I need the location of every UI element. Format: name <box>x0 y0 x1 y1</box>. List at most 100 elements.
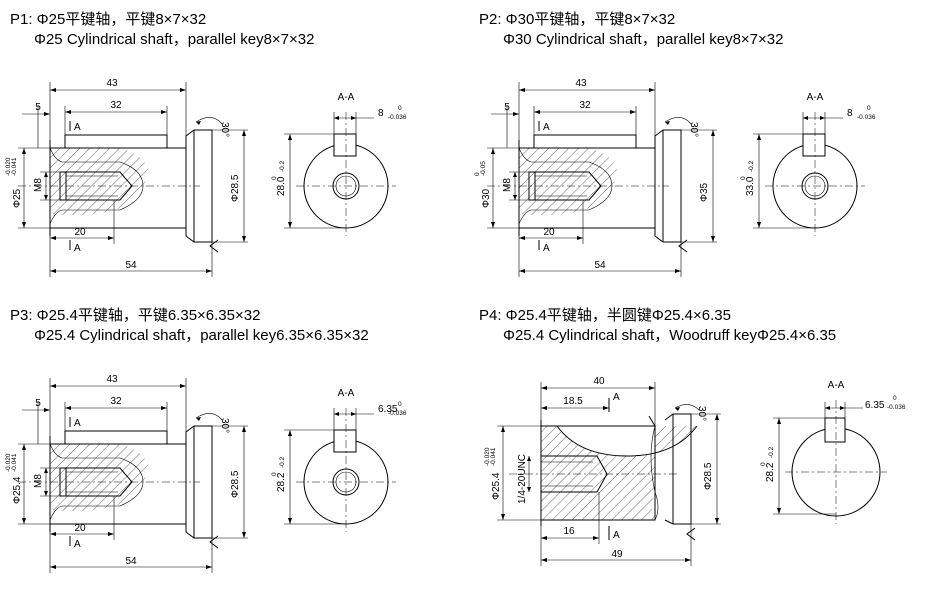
height-tol-upper: 0 <box>271 472 278 476</box>
section-mark-top: A <box>74 122 81 133</box>
panel-title: P1: Φ25平键轴，平键8×7×32 Φ25 Cylindrical shaf… <box>10 10 314 50</box>
thread-spec: 1/4-20UNC <box>517 454 528 504</box>
section-mark-top: A <box>543 122 550 133</box>
height-tol-lower: -0.2 <box>768 446 775 458</box>
dim-40: 40 <box>593 376 605 387</box>
shaft-tol-lower: -0.041 <box>11 453 18 472</box>
section-label: A-A <box>338 92 355 103</box>
key-width: 6.35 <box>865 400 885 411</box>
outer-diameter: Φ28.5 <box>230 174 241 202</box>
panel-p3: 43 32 5 A 20 A 54 M8 Φ25.4 -0.020 -0.041… <box>0 296 469 591</box>
height-tol-lower: -0.2 <box>279 160 286 172</box>
title-cn: P4: Φ25.4平键轴，半圆键Φ25.4×6.35 <box>479 307 731 324</box>
dim-49: 49 <box>611 549 623 560</box>
panel-p2: 43 32 5 A 20 A 54 M8 Φ30 0 -0.05 Φ35 30°… <box>469 0 938 295</box>
outer-diameter: Φ35 <box>699 182 710 202</box>
title-cn: P3: Φ25.4平键轴，平键6.35×6.35×32 <box>10 307 261 324</box>
dim-m8: M8 <box>33 474 44 488</box>
section-label: A-A <box>828 380 845 391</box>
dim-m8: M8 <box>33 178 44 192</box>
chamfer-angle: 30° <box>688 122 699 137</box>
chamfer-angle: 30° <box>219 122 230 137</box>
key-tol-upper: 0 <box>893 395 897 402</box>
height-tol-upper: 0 <box>271 176 278 180</box>
title-en: Φ25 Cylindrical shaft，parallel key8×7×32 <box>34 31 315 48</box>
section-mark-bottom: A <box>543 243 550 254</box>
shaft-diameter: Φ30 <box>481 188 492 208</box>
shaft-tol-lower: -0.041 <box>11 157 18 176</box>
section-mark-bottom: A <box>613 530 620 541</box>
hatched-section <box>50 148 148 216</box>
outer-diameter: Φ28.5 <box>703 462 714 490</box>
section-height: 28.2 <box>276 472 287 492</box>
dim-54: 54 <box>594 260 606 271</box>
section-label: A-A <box>338 388 355 399</box>
hatched-section <box>519 148 617 216</box>
key-tol-lower: -0.036 <box>388 114 407 121</box>
dim-32: 32 <box>579 100 591 111</box>
height-tol-lower: -0.2 <box>748 160 755 172</box>
shaft-drawing: 43 32 5 A 20 A 54 M8 Φ25 -0.020 -0.041 Φ… <box>5 78 407 277</box>
shaft-tol-lower: -0.05 <box>480 161 487 176</box>
key-tol-upper: 0 <box>398 105 402 112</box>
dim-32: 32 <box>110 100 122 111</box>
key-width: 8 <box>378 108 384 119</box>
section-label: A-A <box>807 92 824 103</box>
shaft-diameter: Φ25.4 <box>491 472 502 500</box>
dim-32: 32 <box>110 396 122 407</box>
title-en: Φ25.4 Cylindrical shaft，Woodruff keyΦ25.… <box>503 327 837 344</box>
shaft-drawing: 40 18.5 A 16 A 49 1/4-20UNC Φ25.4 -0.020… <box>484 376 906 566</box>
height-tol-upper: 0 <box>760 462 767 466</box>
dim-5: 5 <box>35 398 41 409</box>
key-tol-upper: 0 <box>398 401 402 408</box>
dim-54: 54 <box>125 260 137 271</box>
dim-18-5: 18.5 <box>563 396 583 407</box>
dim-43: 43 <box>575 78 587 89</box>
chamfer-angle: 30° <box>696 406 707 421</box>
height-tol-upper: 0 <box>740 176 747 180</box>
dim-43: 43 <box>106 374 118 385</box>
dim-20: 20 <box>74 523 86 534</box>
title-en: Φ25.4 Cylindrical shaft，parallel key6.35… <box>34 327 369 344</box>
shaft-diameter: Φ25.4 <box>12 476 23 504</box>
key-width: 8 <box>847 108 853 119</box>
key-tol-lower: -0.036 <box>857 114 876 121</box>
dim-16: 16 <box>563 526 575 537</box>
chamfer-angle: 30° <box>219 418 230 433</box>
shaft-tol-upper: -0.020 <box>484 447 491 466</box>
hatched-section <box>50 444 148 512</box>
key-tol-upper: 0 <box>867 105 871 112</box>
shaft-tol-upper: -0.020 <box>5 453 12 472</box>
title-en: Φ30 Cylindrical shaft，parallel key8×7×32 <box>503 31 784 48</box>
section-height: 28.2 <box>765 462 776 482</box>
shaft-diameter: Φ25 <box>12 188 23 208</box>
dim-m8: M8 <box>502 178 513 192</box>
section-height: 28.0 <box>276 176 287 196</box>
outer-diameter: Φ28.5 <box>230 470 241 498</box>
dim-54: 54 <box>125 556 137 567</box>
dim-5: 5 <box>35 102 41 113</box>
title-cn: P2: Φ30平键轴，平键8×7×32 <box>479 11 676 28</box>
shaft-drawing: 43 32 5 A 20 A 54 M8 Φ30 0 -0.05 Φ35 30°… <box>474 78 876 277</box>
key-tol-lower: -0.036 <box>887 404 906 411</box>
panel-title: P4: Φ25.4平键轴，半圆键Φ25.4×6.35 Φ25.4 Cylindr… <box>479 306 836 346</box>
dim-43: 43 <box>106 78 118 89</box>
dim-20: 20 <box>74 227 86 238</box>
panel-title: P3: Φ25.4平键轴，平键6.35×6.35×32 Φ25.4 Cylind… <box>10 306 369 346</box>
shaft-drawing: 43 32 5 A 20 A 54 M8 Φ25.4 -0.020 -0.041… <box>5 374 407 573</box>
section-height: 33.0 <box>745 176 756 196</box>
height-tol-lower: -0.2 <box>279 456 286 468</box>
section-mark-bottom: A <box>74 539 81 550</box>
shaft-tol-lower: -0.041 <box>490 447 497 466</box>
shaft-tol-upper: -0.020 <box>5 157 12 176</box>
key-width: 6.35 <box>378 404 398 415</box>
section-mark-top: A <box>74 418 81 429</box>
title-cn: P1: Φ25平键轴，平键8×7×32 <box>10 11 207 28</box>
shaft-tol-upper: 0 <box>474 172 481 176</box>
key-tol-lower: -0.036 <box>388 410 407 417</box>
dim-20: 20 <box>543 227 555 238</box>
panel-p4: P4: Φ25.4平键轴，半圆键Φ25.4×6.35 Φ25.4 Cylindr… <box>469 296 938 591</box>
section-mark-bottom: A <box>74 243 81 254</box>
panel-p1: 43 32 5 A 20 A 54 M8 Φ25 -0.020 -0.041 Φ… <box>0 0 469 295</box>
panel-title: P2: Φ30平键轴，平键8×7×32 Φ30 Cylindrical shaf… <box>479 10 783 50</box>
